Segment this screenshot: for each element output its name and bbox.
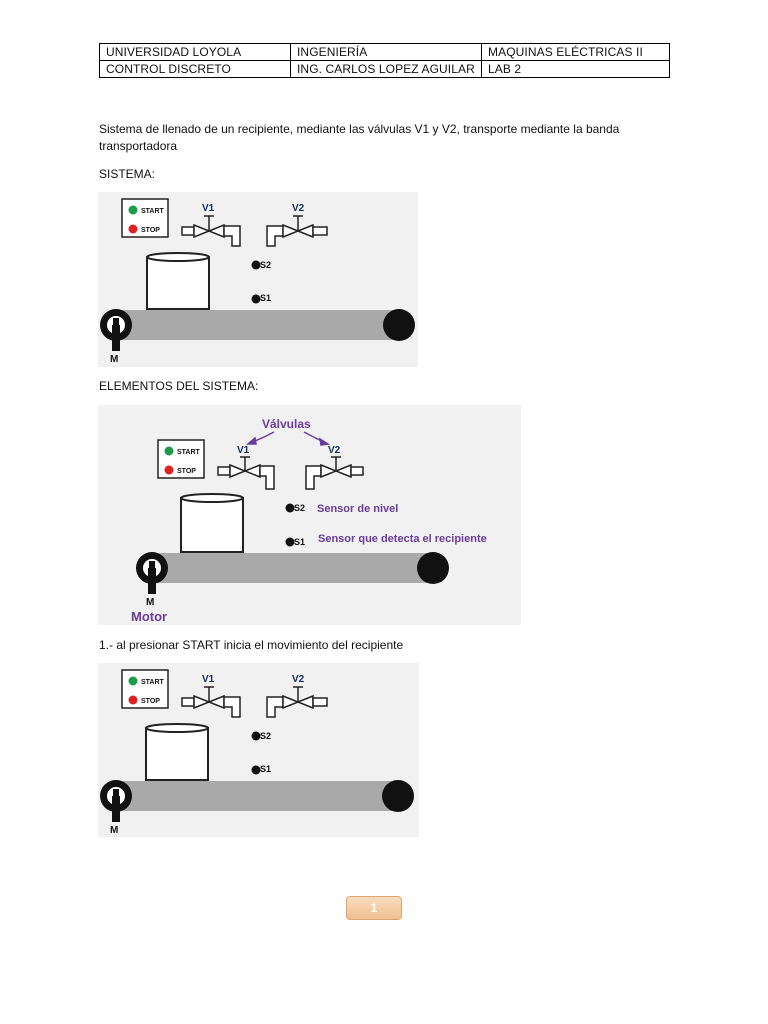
container-icon <box>180 493 244 553</box>
stop-led-icon <box>128 224 138 234</box>
stop-label: STOP <box>177 468 196 475</box>
conveyor-belt <box>114 310 400 340</box>
header-cell-lab: LAB 2 <box>481 60 670 78</box>
s2-label: S2 <box>260 731 271 741</box>
container-icon <box>145 723 209 781</box>
step-1-text: 1.- al presionar START inicia el movimie… <box>99 638 404 652</box>
s1-label: S1 <box>260 293 271 303</box>
section-heading-elementos: ELEMENTOS DEL SISTEMA: <box>99 379 259 393</box>
sensor-recipiente-annotation: Sensor que detecta el recipiente <box>318 533 487 545</box>
start-label: START <box>177 449 201 456</box>
header-cell-subject: CONTROL DISCRETO <box>99 60 291 78</box>
valve-v2-icon: V2 <box>266 203 328 247</box>
sensor-s2-icon <box>251 260 261 270</box>
sensor-nivel-annotation: Sensor de nivel <box>317 503 398 515</box>
motor-label: M <box>110 354 118 365</box>
valve-v1-icon: V1 <box>217 445 275 490</box>
valve-v2-icon: V2 <box>305 445 364 490</box>
motor-label: M <box>146 597 154 608</box>
s1-label: S1 <box>294 537 305 547</box>
stop-label: STOP <box>141 227 160 234</box>
header-cell-professor: ING. CARLOS LOPEZ AGUILAR <box>290 60 482 78</box>
motor-icon <box>100 309 132 351</box>
header-row: UNIVERSIDAD LOYOLA INGENIERÍA MAQUINAS E… <box>99 43 670 61</box>
valve-v1-icon: V1 <box>181 674 241 718</box>
sensor-s1-icon <box>285 537 295 547</box>
system-diagram: START STOP V1 V2 <box>98 192 418 367</box>
conveyor-belt <box>114 781 400 811</box>
sensor-s1-icon <box>251 765 261 775</box>
conveyor-belt <box>150 553 434 583</box>
step-1-diagram: START STOP V1 V2 S2 S1 <box>98 663 419 837</box>
v2-label: V2 <box>328 445 341 456</box>
valve-v1-icon: V1 <box>181 203 241 247</box>
intro-paragraph: Sistema de llenado de un recipiente, med… <box>99 122 620 153</box>
motor-icon <box>136 552 168 594</box>
stop-label: STOP <box>141 698 160 705</box>
stop-led-icon <box>164 465 174 475</box>
sensor-s2-icon <box>285 503 295 513</box>
page-number-badge: 1 <box>346 896 402 920</box>
start-label: START <box>141 208 165 215</box>
s2-label: S2 <box>294 503 305 513</box>
start-led-icon <box>164 446 174 456</box>
control-panel: START STOP <box>121 669 169 709</box>
header-cell-university: UNIVERSIDAD LOYOLA <box>99 43 291 61</box>
header-row: CONTROL DISCRETO ING. CARLOS LOPEZ AGUIL… <box>99 60 670 78</box>
motor-icon <box>100 780 132 822</box>
start-led-icon <box>128 205 138 215</box>
control-panel: START STOP <box>157 439 205 479</box>
belt-roller-icon <box>382 780 414 812</box>
control-panel: START STOP <box>121 198 169 238</box>
valvulas-annotation: Válvulas <box>262 417 311 431</box>
valve-v2-icon: V2 <box>266 674 328 718</box>
belt-roller-icon <box>383 309 415 341</box>
header-table: UNIVERSIDAD LOYOLA INGENIERÍA MAQUINAS E… <box>99 43 670 78</box>
motor-annotation: Motor <box>131 609 167 624</box>
stop-led-icon <box>128 695 138 705</box>
v2-label: V2 <box>292 203 305 214</box>
v1-label: V1 <box>202 674 215 685</box>
v1-label: V1 <box>202 203 215 214</box>
s1-label: S1 <box>260 764 271 774</box>
header-cell-faculty: INGENIERÍA <box>290 43 482 61</box>
belt-roller-icon <box>417 552 449 584</box>
container-icon <box>146 252 210 310</box>
sensor-s1-icon <box>251 294 261 304</box>
start-label: START <box>141 679 165 686</box>
start-led-icon <box>128 676 138 686</box>
valvulas-arrows-icon <box>245 431 331 446</box>
header-cell-course: MAQUINAS ELÉCTRICAS II <box>481 43 670 61</box>
section-heading-sistema: SISTEMA: <box>99 167 156 181</box>
v2-label: V2 <box>292 674 305 685</box>
sensor-s2-icon <box>251 731 261 741</box>
motor-label: M <box>110 825 118 836</box>
v1-label: V1 <box>237 445 250 456</box>
s2-label: S2 <box>260 260 271 270</box>
system-elements-diagram: START STOP Válvulas V1 V2 <box>98 405 521 625</box>
